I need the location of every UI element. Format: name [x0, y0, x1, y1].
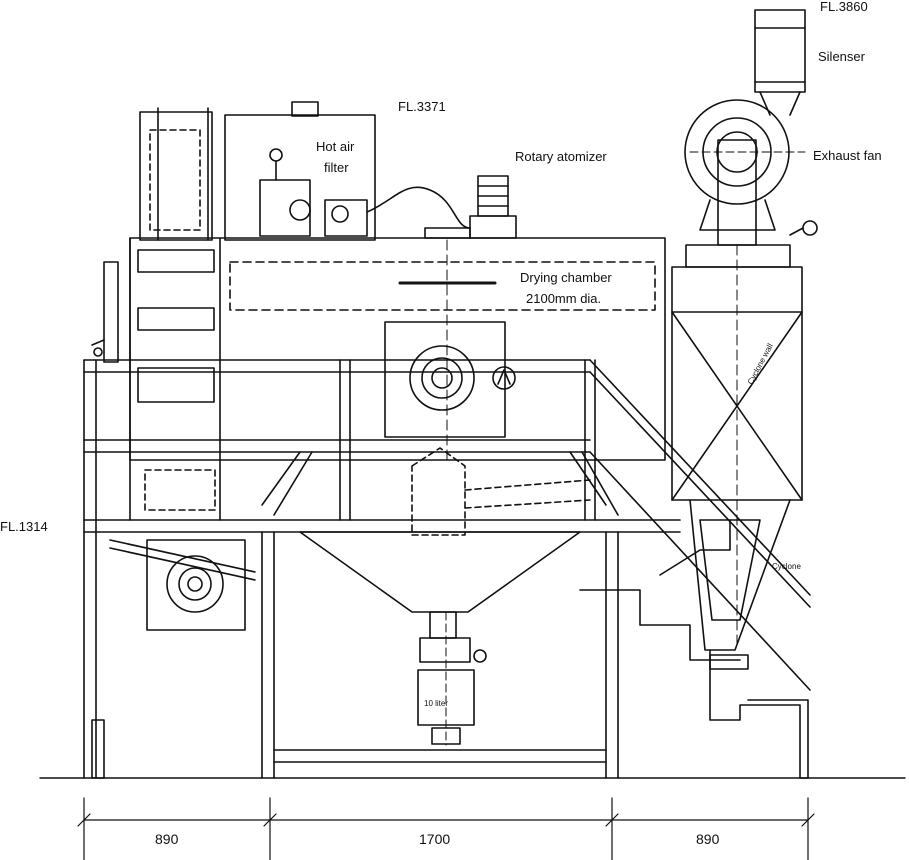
label-fl1314: FL.1314 [0, 519, 48, 534]
label-cyclone-wall: Cyclone wall [746, 342, 775, 386]
platform [83, 359, 681, 779]
dimension-middle-label: 1700 [419, 831, 450, 847]
dimension-left-label: 890 [155, 831, 179, 847]
label-cyclone: Cyclone [772, 562, 801, 571]
cyclone [671, 244, 809, 779]
label-drying-chamber-line1: Drying chamber [520, 270, 612, 285]
dimension-lines [77, 797, 815, 860]
hot-air-filter-unit [139, 101, 471, 241]
fl1314-fan-unit [109, 539, 256, 631]
label-container: 10 liter [424, 699, 448, 708]
label-rotary-atomizer: Rotary atomizer [515, 149, 607, 164]
dimension-right-label: 890 [696, 831, 720, 847]
ladder [91, 237, 221, 521]
staircase [579, 359, 811, 691]
label-fl3371: FL.3371 [398, 99, 446, 114]
rotary-atomizer [424, 175, 517, 239]
label-exhaust-fan: Exhaust fan [813, 148, 882, 163]
silenser [754, 9, 806, 116]
label-hot-air-filter-line2: filter [324, 160, 349, 175]
label-silenser: Silenser [818, 49, 866, 64]
label-fl3860: FL.3860 [820, 0, 868, 14]
exhaust-fan [684, 99, 818, 246]
label-drying-chamber-line2: 2100mm dia. [526, 291, 601, 306]
product-cone [299, 531, 581, 746]
label-hot-air-filter-line1: Hot air [316, 139, 355, 154]
